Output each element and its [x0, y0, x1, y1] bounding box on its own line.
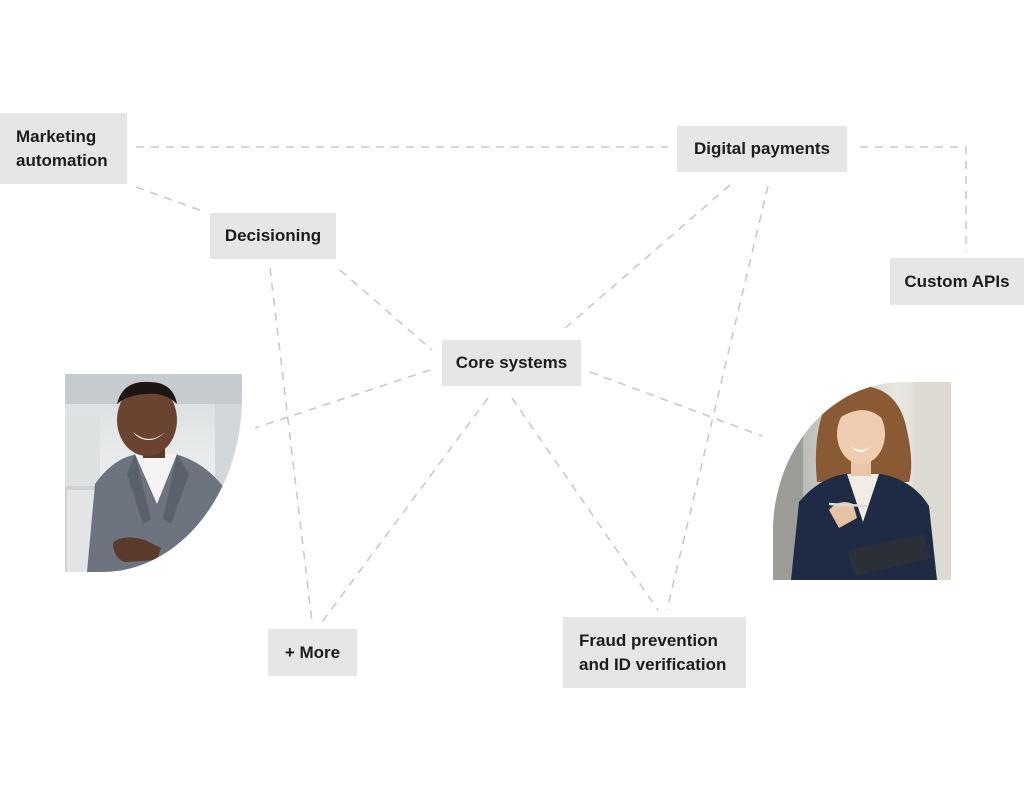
connector-digital-fraud	[666, 185, 769, 611]
photo-smiling-woman	[773, 382, 951, 580]
node-decisioning-label: Decisioning	[224, 226, 322, 245]
man-illustration	[65, 374, 242, 572]
connector-core-fraud	[511, 397, 659, 611]
connector-digital-core	[562, 184, 731, 331]
node-marketing-automation-line2: automation	[16, 150, 108, 170]
connector-decisioning-core	[339, 269, 433, 351]
node-digital-payments-label: Digital payments	[693, 139, 831, 158]
node-more: + More	[268, 629, 357, 676]
connector-decisioning-more	[269, 267, 313, 623]
node-more-label: + More	[284, 642, 341, 662]
node-fraud-prevention: Fraud prevention and ID verification	[563, 617, 746, 688]
node-fraud-prevention-line1: Fraud prevention	[579, 630, 718, 650]
connector-core-womanphoto	[589, 371, 763, 437]
node-fraud-prevention-line2: and ID verification	[579, 654, 727, 674]
node-decisioning: Decisioning	[210, 213, 336, 259]
connector-core-more	[321, 397, 489, 623]
node-marketing-automation-line1: Marketing	[16, 126, 97, 146]
node-custom-apis: Custom APIs	[890, 258, 1024, 305]
connector-marketing-decisioning	[135, 186, 206, 213]
photo-smiling-man	[65, 374, 242, 572]
node-core-systems-label: Core systems	[455, 353, 568, 372]
connector-core-manphoto	[254, 369, 431, 429]
node-marketing-automation: Marketing automation	[0, 113, 127, 184]
node-custom-apis-label: Custom APIs	[904, 271, 1010, 291]
node-digital-payments: Digital payments	[677, 126, 847, 172]
woman-illustration	[773, 382, 951, 580]
node-core-systems: Core systems	[442, 340, 581, 386]
connector-digital-custom	[860, 146, 967, 252]
